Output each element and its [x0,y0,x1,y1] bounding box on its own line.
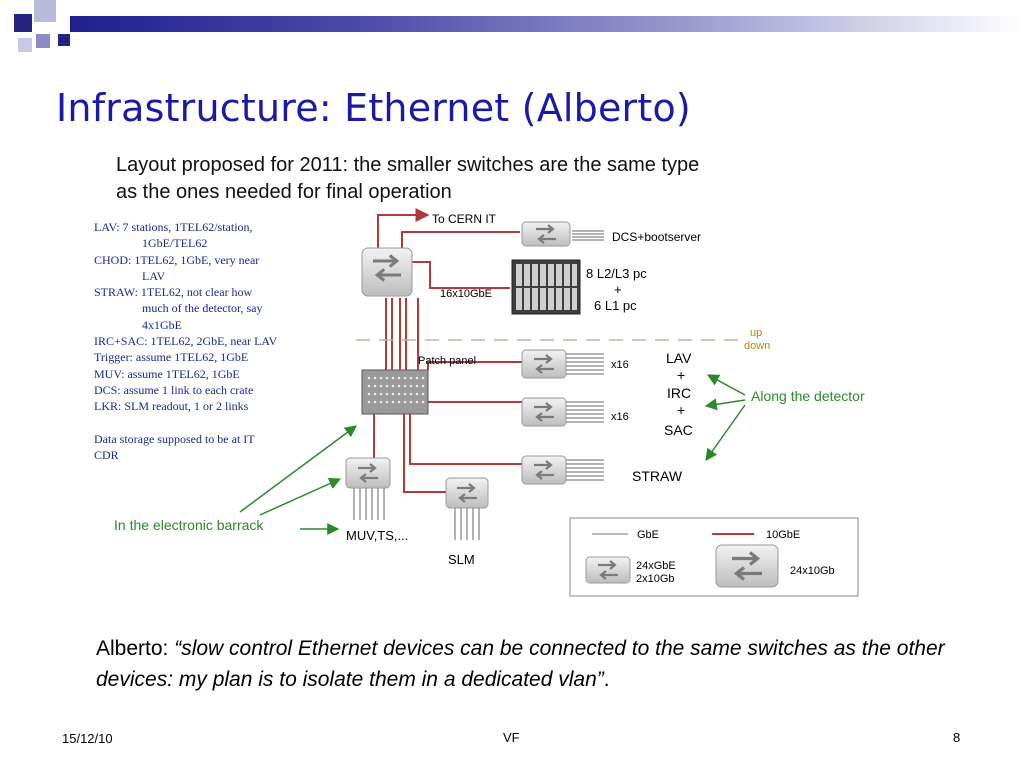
note-line: LAV [142,268,166,283]
footer-center: VF [503,730,520,745]
footer-date: 15/12/10 [62,731,113,746]
muv-label: MUV,TS,... [346,528,408,543]
header-square-pale [18,38,32,52]
legend-10gbe: 10GbE [766,529,800,541]
header-square-small [58,34,70,46]
header-square-mid [36,34,50,48]
footer-page-number: 8 [953,730,961,745]
quote-prefix: Alberto: [96,637,175,660]
straw-switch [521,455,567,485]
x16-label-b: x16 [611,411,629,423]
legend-box [569,517,859,597]
main-switch-label: 16x10GbE [440,288,492,300]
note-line: CDR [94,447,119,462]
barrack-label: In the electronic barrack [114,517,264,533]
x16-label-a: x16 [611,359,629,371]
dcs-label: DCS+bootserver [612,230,701,244]
note-line: LKR: SLM readout, 1 or 2 links [94,399,249,414]
notes-list: LAV: 7 stations, 1TEL62/station, 1GbE/TE… [94,219,344,463]
along-detector-label: Along the detector [751,388,865,404]
slide-title: Infrastructure: Ethernet (Alberto) [56,86,691,130]
irc-label: IRC [667,385,691,401]
patch-panel [361,369,429,415]
lav-label: LAV [666,350,692,366]
down-label: down [744,340,770,352]
pc-plus: + [614,282,622,297]
note-line: 1GbE/TEL62 [142,236,208,251]
note-line: CHOD: 1TEL62, 1GbE, very near [94,252,260,267]
note-line: STRAW: 1TEL62, not clear how [94,285,253,300]
lav-switch [521,349,567,379]
header-square-light [34,0,56,22]
quote-text: “slow control Ethernet devices can be co… [96,637,945,691]
note-line: MUV: assume 1TEL62, 1GbE [94,366,240,381]
links-gbe [353,230,604,540]
patch-panel-label: Patch panel [418,355,476,367]
server-rack [511,259,581,315]
irc-switch [521,397,567,427]
legend-gbe: GbE [637,529,659,541]
header-gradient-bar [70,16,1024,32]
quote-suffix: . [603,668,610,691]
note-line: 4x1GbE [142,317,182,332]
note-line: Trigger: assume 1TEL62, 1GbE [94,350,249,365]
legend-small-switch-2: 2x10Gb [636,573,675,585]
slide-subtitle: Layout proposed for 2011: the smaller sw… [116,152,699,206]
note-line: LAV: 7 stations, 1TEL62/station, [94,220,253,234]
muv-switch [345,457,391,489]
subtitle-line-2: as the ones needed for final operation [116,181,452,203]
dcs-switch [521,221,571,247]
lav-plus-1: + [677,367,685,383]
barrack-arrows [239,425,357,535]
to-cern-label: To CERN IT [432,212,497,226]
note-line: DCS: assume 1 link to each crate [94,382,254,397]
links-10gbe [373,208,522,493]
straw-label: STRAW [632,468,683,484]
note-line: IRC+SAC: 1TEL62, 2GbE, near LAV [94,334,278,349]
sac-label: SAC [664,422,693,438]
slm-switch [445,477,489,509]
alberto-quote: Alberto: “slow control Ethernet devices … [96,633,996,695]
note-line: Data storage supposed to be at IT [94,431,255,446]
subtitle-line-1: Layout proposed for 2011: the smaller sw… [116,154,700,176]
along-arrows [704,374,746,461]
header-square-dark [14,14,32,32]
legend-small-switch-1: 24xGbE [636,560,676,572]
lav-plus-2: + [677,402,685,418]
note-line: much of the detector, say [142,301,263,316]
legend-big-switch: 24x10Gb [790,565,835,577]
pc-line-1: 8 L2/L3 pc [586,266,647,281]
main-switch [361,247,413,297]
up-label: up [750,327,762,339]
pc-line-2: 6 L1 pc [594,298,637,313]
slm-label: SLM [448,552,475,567]
